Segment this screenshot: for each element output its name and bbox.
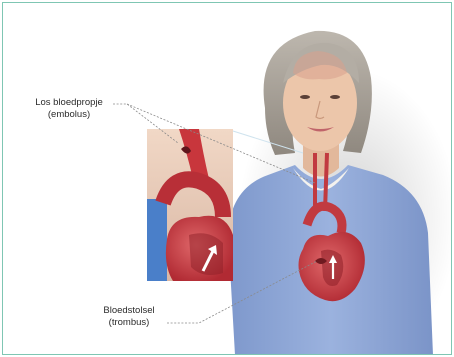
embolus-label: Los bloedpropje (embolus) [19, 97, 119, 121]
embolus-label-line1: Los bloedpropje [19, 97, 119, 109]
inset-blue-vessel [147, 199, 167, 281]
pulmonary-embolism-illustration [3, 3, 451, 354]
inset-heart-chamber [189, 233, 223, 275]
trombus-label-line1: Bloedstolsel [93, 305, 165, 317]
trombus-label-line2: (trombus) [93, 317, 165, 329]
inset-heart-view [147, 129, 233, 281]
left-eye [300, 95, 310, 99]
embolus-label-line2: (embolus) [19, 109, 119, 121]
right-eye [330, 95, 340, 99]
trombus-label: Bloedstolsel (trombus) [93, 305, 165, 329]
